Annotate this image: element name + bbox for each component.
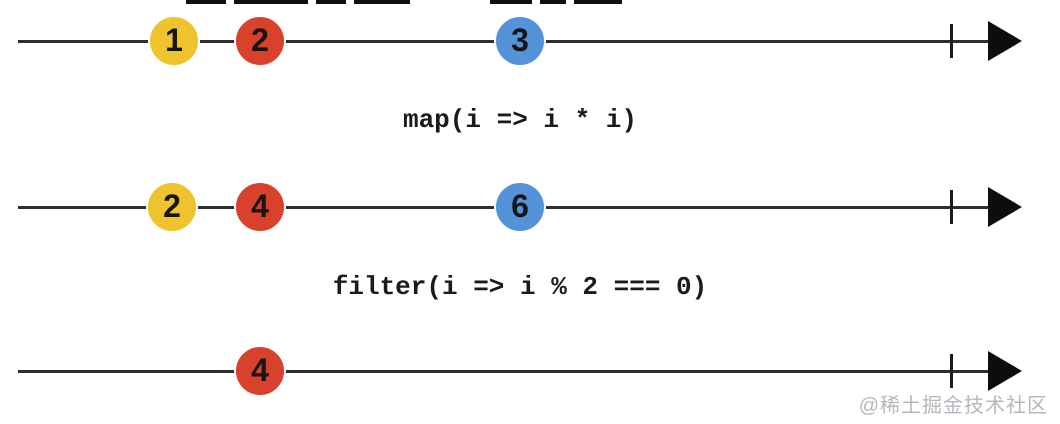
cropped-text-artifact: [540, 0, 566, 4]
cropped-text-artifact: [574, 0, 622, 4]
marble-value: 2: [251, 22, 269, 58]
cropped-text-artifact: [354, 0, 410, 4]
marble: 6: [494, 181, 546, 233]
cropped-text-artifact: [234, 0, 308, 4]
arrowhead-icon: [988, 351, 1022, 391]
marble-value: 2: [163, 188, 181, 224]
marble: 2: [146, 181, 198, 233]
marble-value: 4: [251, 352, 269, 388]
marble: 2: [234, 15, 286, 67]
marble: 4: [234, 181, 286, 233]
completion-tick: [950, 190, 953, 224]
marble: 3: [494, 15, 546, 67]
watermark: @稀土掘金技术社区: [858, 395, 1048, 417]
completion-tick: [950, 24, 953, 58]
cropped-text-artifact: [316, 0, 346, 4]
operator-label-map: map(i => i * i): [402, 105, 638, 135]
marble: 4: [234, 345, 286, 397]
marble: 1: [148, 15, 200, 67]
arrowhead-icon: [988, 187, 1022, 227]
arrowhead-icon: [988, 21, 1022, 61]
timeline-line: [18, 370, 990, 373]
operator-label-filter: filter(i => i % 2 === 0): [332, 272, 708, 302]
marble-value: 6: [511, 188, 529, 224]
cropped-text-artifact: [186, 0, 226, 4]
cropped-text-artifact: [490, 0, 532, 4]
completion-tick: [950, 354, 953, 388]
marble-value: 4: [251, 188, 269, 224]
marble-value: 3: [511, 22, 529, 58]
marble-value: 1: [165, 22, 183, 58]
